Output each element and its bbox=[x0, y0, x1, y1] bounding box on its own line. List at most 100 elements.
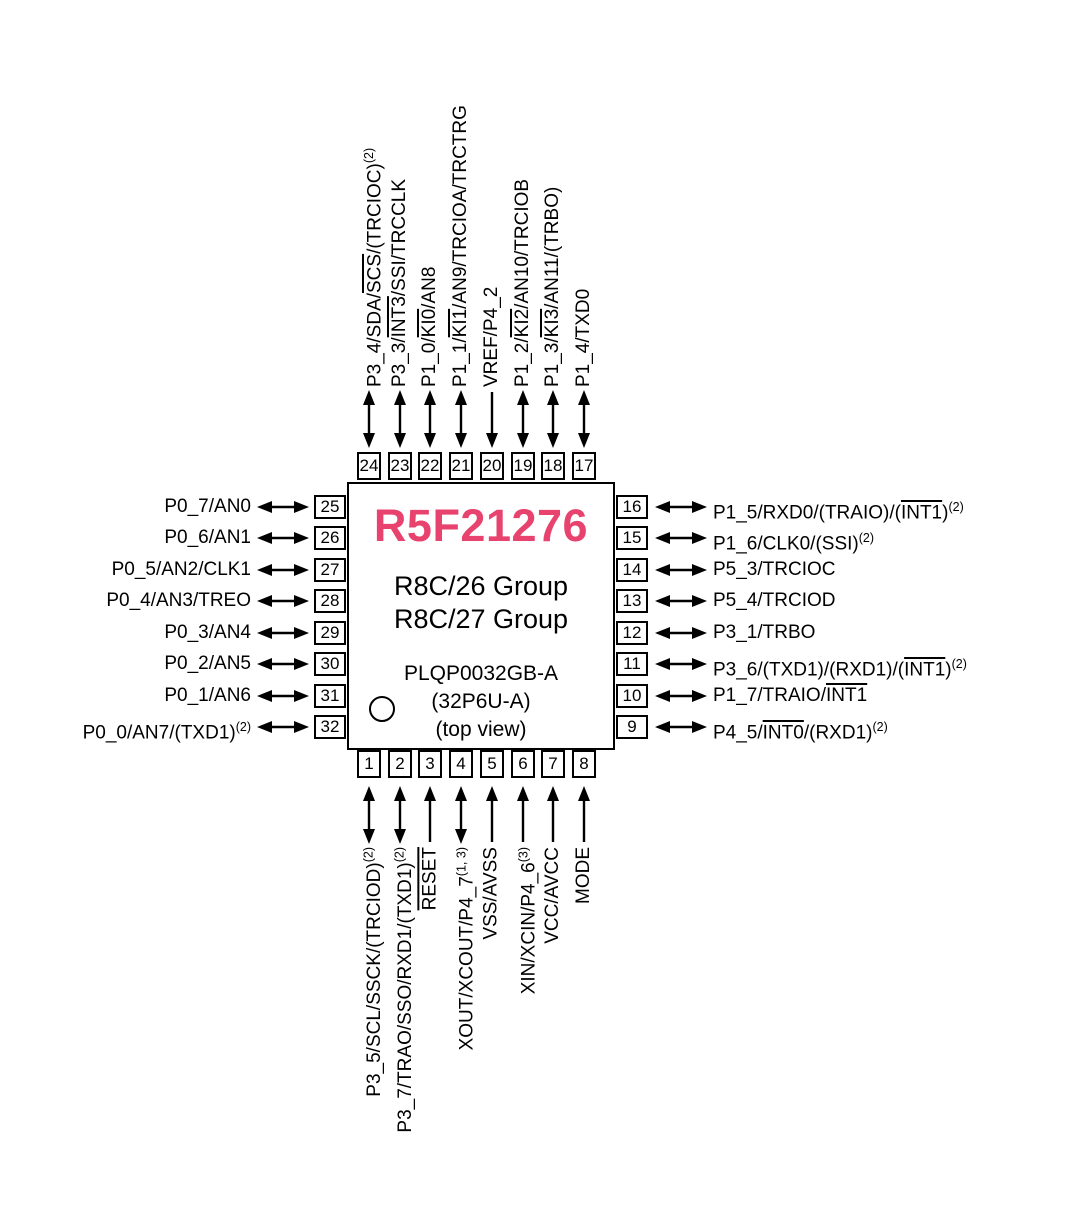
pin-label-7: VCC/AVCC bbox=[542, 847, 563, 944]
pin-number-14: 14 bbox=[622, 560, 642, 579]
pin-box-10: 10 bbox=[616, 684, 648, 708]
pin-box-2: 2 bbox=[388, 750, 412, 778]
pin-box-17: 17 bbox=[572, 452, 596, 480]
pin-box-20: 20 bbox=[480, 452, 504, 480]
pin-number-11: 11 bbox=[623, 654, 641, 673]
pin-arrow-15 bbox=[655, 530, 707, 546]
pin-number-3: 3 bbox=[425, 754, 435, 773]
pin-number-28: 28 bbox=[320, 591, 340, 610]
pin-arrow-11 bbox=[655, 656, 707, 672]
pin-number-9: 9 bbox=[627, 717, 637, 736]
pin-label-31: P0_1/AN6 bbox=[164, 685, 251, 706]
pin-label-19: P1_2/KI2/AN10/TRCIOB bbox=[512, 178, 533, 387]
pin-number-26: 26 bbox=[320, 528, 340, 547]
chip-part-number: R5F21276 bbox=[373, 500, 589, 551]
pin-box-15: 15 bbox=[616, 526, 648, 550]
pin-arrow-20 bbox=[484, 390, 500, 448]
pin-box-30: 30 bbox=[314, 652, 346, 676]
pin-number-19: 19 bbox=[513, 456, 533, 475]
pin-label-2: P3_7/TRAO/SSO/RXD1/(TXD1)(2) bbox=[393, 847, 417, 1133]
package-code: (32P6U-A) bbox=[431, 690, 531, 713]
pin-arrow-21 bbox=[453, 390, 469, 448]
pin-label-15: P1_6/CLK0/(SSI)(2) bbox=[713, 531, 875, 555]
pin-arrow-7 bbox=[545, 786, 561, 844]
pin-box-29: 29 bbox=[314, 621, 346, 645]
pin-number-18: 18 bbox=[543, 456, 563, 475]
pin-label-6: XIN/XCIN/P4_6(3) bbox=[516, 847, 540, 995]
pin-box-26: 26 bbox=[314, 526, 346, 550]
package-view-label: (top view) bbox=[435, 718, 527, 741]
pin-box-22: 22 bbox=[418, 452, 442, 480]
pin-arrow-6 bbox=[515, 786, 531, 844]
pin-box-3: 3 bbox=[418, 750, 442, 778]
pin-number-5: 5 bbox=[487, 754, 497, 773]
pin-label-10: P1_7/TRAIO/INT1 bbox=[713, 685, 868, 706]
pin-number-25: 25 bbox=[320, 497, 340, 516]
pin-label-3: RESET bbox=[419, 847, 440, 911]
pin-number-17: 17 bbox=[574, 456, 594, 475]
pin-box-21: 21 bbox=[449, 452, 473, 480]
pin-box-31: 31 bbox=[314, 684, 346, 708]
pin-box-8: 8 bbox=[572, 750, 596, 778]
pin-arrow-18 bbox=[545, 390, 561, 448]
pin-arrow-26 bbox=[257, 530, 309, 546]
chip-group-line-2: R8C/27 Group bbox=[393, 604, 569, 634]
pin-arrow-9 bbox=[655, 719, 707, 735]
pin-number-22: 22 bbox=[420, 456, 440, 475]
pin-box-24: 24 bbox=[357, 452, 381, 480]
pin-box-25: 25 bbox=[314, 495, 346, 519]
pin-box-16: 16 bbox=[616, 495, 648, 519]
chip-group-names: R8C/26 Group R8C/27 Group bbox=[349, 570, 613, 636]
pin-label-25: P0_7/AN0 bbox=[164, 496, 251, 517]
pin-number-6: 6 bbox=[518, 754, 528, 773]
pin-label-12: P3_1/TRBO bbox=[713, 622, 816, 643]
pin-label-20: VREF/P4_2 bbox=[481, 286, 502, 387]
pin-number-23: 23 bbox=[390, 456, 410, 475]
pin-label-22: P1_0/KI0/AN8 bbox=[419, 266, 440, 387]
pin-arrow-13 bbox=[655, 593, 707, 609]
pin-number-29: 29 bbox=[320, 623, 340, 642]
pin-box-6: 6 bbox=[511, 750, 535, 778]
pin-arrow-16 bbox=[655, 499, 707, 515]
pin-number-12: 12 bbox=[622, 623, 642, 642]
pin-label-14: P5_3/TRCIOC bbox=[713, 559, 836, 580]
pin-arrow-3 bbox=[422, 786, 438, 844]
chip-package-info: PLQP0032GB-A (32P6U-A) (top view) bbox=[349, 660, 613, 744]
pin-box-5: 5 bbox=[480, 750, 504, 778]
pin-number-32: 32 bbox=[320, 717, 340, 736]
pin-arrow-25 bbox=[257, 499, 309, 515]
pin-label-9: P4_5/INT0/(RXD1)(2) bbox=[713, 720, 888, 744]
pin-number-4: 4 bbox=[456, 754, 466, 773]
pin-label-27: P0_5/AN2/CLK1 bbox=[111, 559, 251, 580]
pin-arrow-4 bbox=[453, 786, 469, 844]
pin-number-15: 15 bbox=[622, 528, 642, 547]
pin-arrow-17 bbox=[576, 390, 592, 448]
pin-number-10: 10 bbox=[622, 686, 642, 705]
pin-box-18: 18 bbox=[541, 452, 565, 480]
pin-box-1: 1 bbox=[357, 750, 381, 778]
pin-number-21: 21 bbox=[451, 456, 471, 475]
pin-label-30: P0_2/AN5 bbox=[164, 653, 251, 674]
pin-label-16: P1_5/RXD0/(TRAIO)/(INT1)(2) bbox=[713, 500, 964, 524]
pin-box-28: 28 bbox=[314, 589, 346, 613]
pin-number-20: 20 bbox=[482, 456, 502, 475]
pin-arrow-24 bbox=[361, 390, 377, 448]
pin-arrow-29 bbox=[257, 625, 309, 641]
pin-label-29: P0_3/AN4 bbox=[164, 622, 251, 643]
pin-label-4: XOUT/XCOUT/P4_7(1, 3) bbox=[454, 847, 478, 1051]
package-name: PLQP0032GB-A bbox=[403, 662, 559, 685]
pin-box-32: 32 bbox=[314, 715, 346, 739]
pin-arrow-23 bbox=[392, 390, 408, 448]
pin-label-21: P1_1/KI1/AN9/TRCIOA/TRCTRG bbox=[450, 105, 471, 387]
pin-label-11: P3_6/(TXD1)/(RXD1)/(INT1)(2) bbox=[713, 657, 967, 681]
pin-box-11: 11 bbox=[616, 652, 648, 676]
pin-arrow-22 bbox=[422, 390, 438, 448]
pin-label-5: VSS/AVSS bbox=[481, 847, 502, 940]
pin-arrow-14 bbox=[655, 562, 707, 578]
pin-label-28: P0_4/AN3/TREO bbox=[106, 590, 251, 611]
pin-arrow-30 bbox=[257, 656, 309, 672]
chip-group-line-1: R8C/26 Group bbox=[393, 571, 569, 601]
pin-label-1: P3_5/SCL/SSCK/(TRCIOD)(2) bbox=[362, 847, 386, 1097]
pin-number-1: 1 bbox=[364, 754, 374, 773]
pin-box-19: 19 bbox=[511, 452, 535, 480]
